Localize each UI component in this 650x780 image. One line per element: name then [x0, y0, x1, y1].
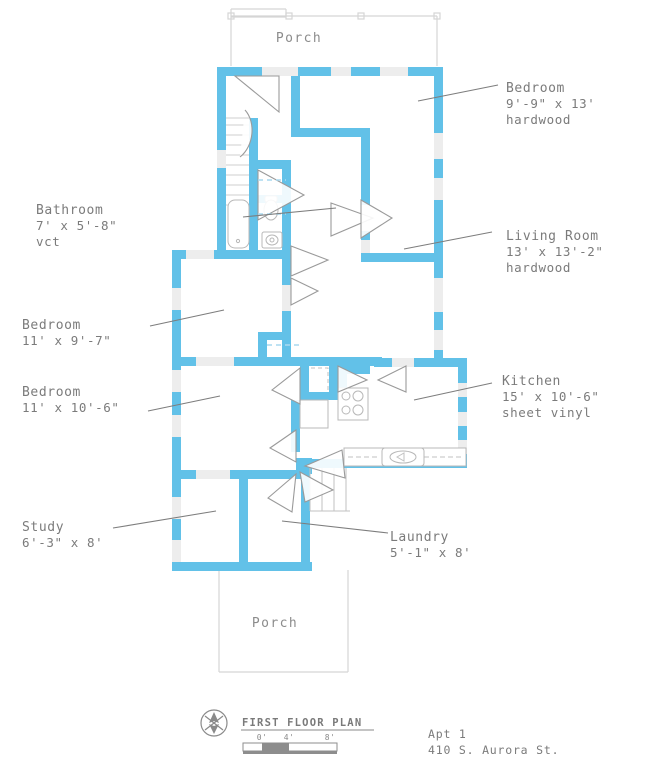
room-dimensions: 9'-9" x 13' — [506, 96, 595, 111]
room-dimensions: 6'-3" x 8' — [22, 535, 103, 550]
room-dimensions: 7' x 5'-8" — [36, 218, 117, 233]
plan-title: FIRST FLOOR PLAN — [241, 717, 374, 731]
north-arrow — [200, 709, 228, 737]
label-bathroom: Bathroom 7' x 5'-8" vct — [36, 203, 117, 249]
kitchen-sink-fixture — [381, 447, 425, 467]
scale-bar: 0' 4' 8' — [242, 733, 338, 754]
room-flooring: hardwood — [506, 260, 571, 275]
label-kitchen: Kitchen 15' x 10'-6" sheet vinyl — [502, 374, 600, 420]
porch-rear-outline — [218, 570, 349, 673]
apartment-label: Apt 1 — [428, 727, 467, 741]
wall-assembly — [172, 67, 467, 571]
room-dimensions: 5'-1" x 8' — [390, 545, 471, 560]
room-name: Kitchen — [502, 374, 561, 389]
porch-rear-label: Porch — [252, 616, 298, 631]
bathtub-fixture — [227, 199, 250, 249]
room-name: Laundry — [390, 530, 449, 545]
label-bedroom-middle: Bedroom 11' x 9'-7" — [22, 318, 111, 348]
room-flooring: sheet vinyl — [502, 405, 591, 420]
room-name: Study — [22, 520, 64, 535]
door-swings — [233, 75, 407, 513]
room-flooring: hardwood — [506, 112, 571, 127]
room-dimensions: 11' x 9'-7" — [22, 333, 111, 348]
room-name: Bedroom — [22, 385, 81, 400]
staircase — [226, 109, 253, 206]
label-living-room: Living Room 13' x 13'-2" hardwood — [506, 229, 604, 275]
address-block: Apt 1 410 S. Aurora St. — [428, 727, 559, 757]
room-name: Living Room — [506, 229, 599, 244]
label-bedroom-lower: Bedroom 11' x 10'-6" — [22, 385, 120, 415]
scale-tick-1: 4' — [284, 733, 294, 742]
room-flooring: vct — [36, 234, 60, 249]
room-dimensions: 13' x 13'-2" — [506, 244, 604, 259]
porch-front-label: Porch — [276, 31, 322, 46]
kitchen-cabinet — [299, 367, 329, 429]
label-bedroom-front: Bedroom 9'-9" x 13' hardwood — [506, 81, 595, 127]
label-study: Study 6'-3" x 8' — [22, 520, 103, 550]
plan-title-text: FIRST FLOOR PLAN — [242, 717, 362, 729]
label-laundry: Laundry 5'-1" x 8' — [390, 530, 471, 560]
room-name: Bedroom — [22, 318, 81, 333]
address-label: 410 S. Aurora St. — [428, 743, 559, 757]
range-stove-fixture — [337, 387, 369, 421]
room-name: Bathroom — [36, 203, 103, 218]
bathroom-sink-fixture — [261, 231, 283, 249]
room-name: Bedroom — [506, 81, 565, 96]
porch-front-outline — [227, 8, 441, 66]
scale-tick-0: 0' — [257, 733, 267, 742]
leader-lines — [112, 84, 499, 534]
scale-tick-2: 8' — [325, 733, 335, 742]
room-dimensions: 15' x 10'-6" — [502, 389, 600, 404]
room-dimensions: 11' x 10'-6" — [22, 400, 120, 415]
